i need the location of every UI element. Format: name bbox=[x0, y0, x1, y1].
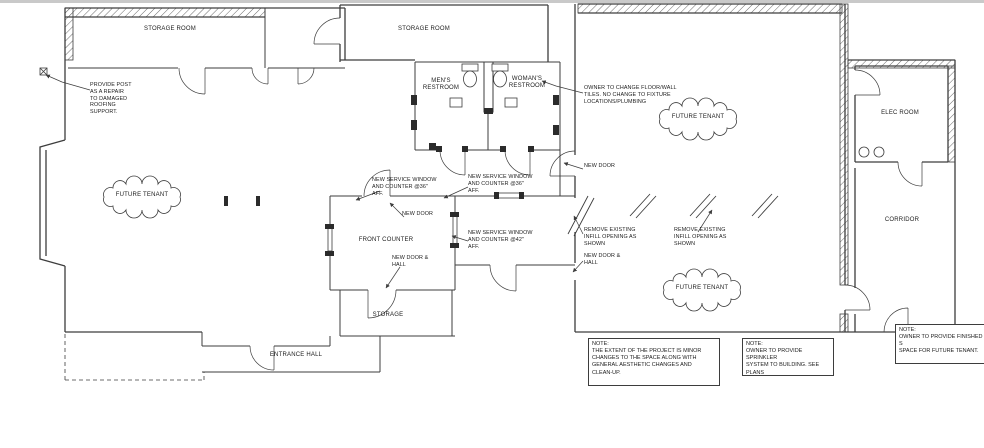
annotation-service-window-36-left: NEW SERVICE WINDOW AND COUNTER @36" AFF. bbox=[372, 177, 437, 197]
annotation-remove-infill-left: REMOVE EXISTING INFILL OPENING AS SHOWN bbox=[584, 227, 637, 247]
infill-removal-marks bbox=[567, 193, 779, 237]
toilet-icon bbox=[461, 63, 479, 88]
door-arcs bbox=[178, 17, 923, 371]
post-symbol bbox=[39, 67, 48, 76]
sink-icon bbox=[504, 97, 518, 108]
room-label-womans-restroom: WOMAN'S RESTROOM bbox=[508, 76, 546, 90]
annotation-owner-tiles: OWNER TO CHANGE FLOOR/WALL TILES. NO CHA… bbox=[584, 85, 677, 105]
annotation-provide-post: PROVIDE POST AS A REPAIR TO DAMAGED ROOF… bbox=[90, 82, 132, 115]
room-label-front-counter: FRONT COUNTER bbox=[358, 237, 414, 243]
room-label-corridor: CORRIDOR bbox=[884, 217, 920, 223]
room-label-entrance-hall: ENTRANCE HALL bbox=[269, 352, 323, 358]
room-label-storage-1: STORAGE ROOM bbox=[144, 26, 196, 32]
room-label-future-tenant-left: FUTURE TENANT bbox=[115, 192, 169, 198]
door-jambs bbox=[224, 95, 559, 256]
annotation-remove-infill-right: REMOVE EXISTING INFILL OPENING AS SHOWN bbox=[674, 227, 727, 247]
room-label-elec-room: ELEC ROOM bbox=[881, 110, 919, 116]
restroom-fixtures bbox=[449, 63, 518, 108]
note-project-extent: NOTE: THE EXTENT OF THE PROJECT IS MINOR… bbox=[588, 338, 720, 386]
dashed-overhang bbox=[64, 334, 205, 381]
leader-lines bbox=[45, 74, 713, 289]
annotation-service-window-36-right: NEW SERVICE WINDOW AND COUNTER @36" AFF. bbox=[468, 174, 533, 194]
annotation-new-door-center: NEW DOOR bbox=[402, 211, 434, 217]
room-label-storage-center: STORAGE bbox=[372, 312, 404, 318]
revision-clouds bbox=[103, 97, 741, 312]
annotation-new-door-hall-center: NEW DOOR & HALL bbox=[392, 255, 429, 268]
annotation-service-window-42: NEW SERVICE WINDOW AND COUNTER @42" AFF. bbox=[468, 230, 533, 250]
electrical-panel-symbols bbox=[858, 146, 885, 158]
room-label-storage-2: STORAGE ROOM bbox=[398, 26, 450, 32]
exterior-walls bbox=[39, 3, 956, 333]
annotation-new-door-right: NEW DOOR bbox=[584, 163, 616, 169]
top-edge-strip bbox=[0, 0, 984, 3]
annotation-new-door-hall-right: NEW DOOR & HALL bbox=[584, 253, 621, 266]
room-label-future-tenant-right-lower: FUTURE TENANT bbox=[675, 285, 729, 291]
sink-icon bbox=[449, 97, 463, 108]
room-label-future-tenant-right-upper: FUTURE TENANT bbox=[671, 114, 725, 120]
note-finished-space: NOTE: OWNER TO PROVIDE FINISHED S SPACE … bbox=[895, 324, 984, 364]
note-sprinkler: NOTE: OWNER TO PROVIDE SPRINKLER SYSTEM … bbox=[742, 338, 834, 376]
hatched-walls bbox=[64, 3, 956, 333]
room-label-mens-restroom: MEN'S RESTROOM bbox=[422, 78, 460, 92]
